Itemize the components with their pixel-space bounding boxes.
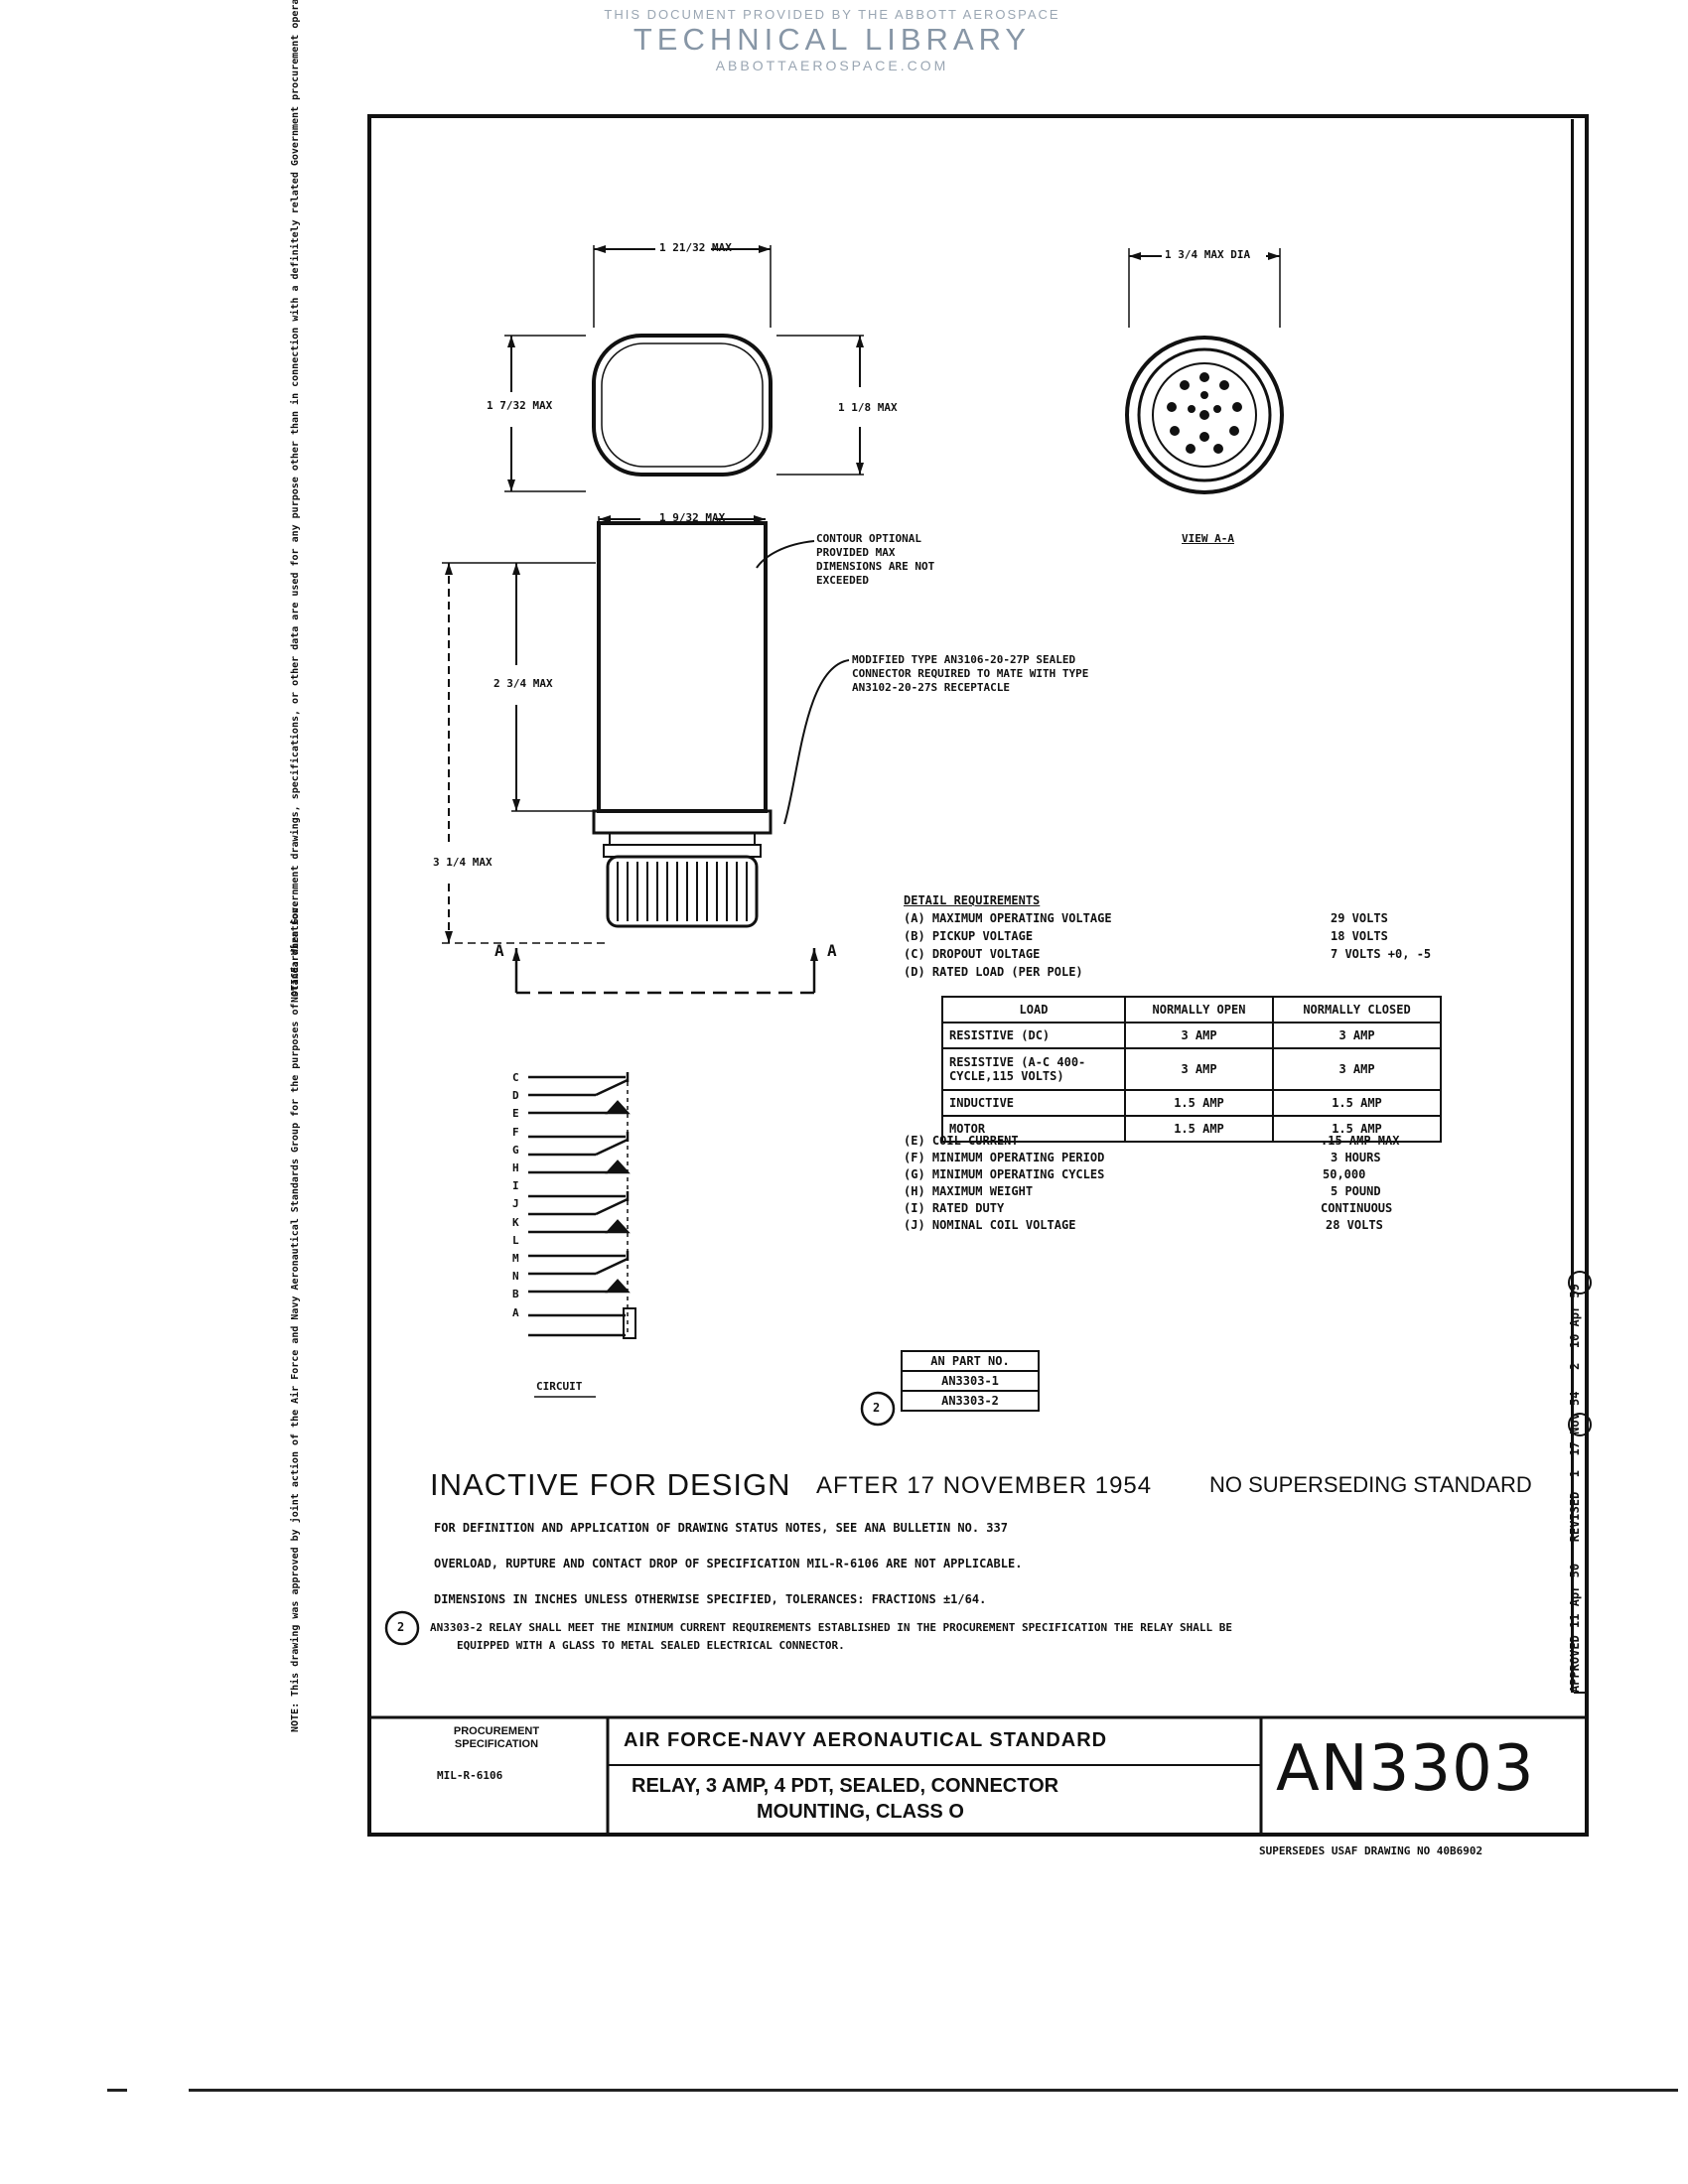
drawing-title-line1: RELAY, 3 AMP, 4 PDT, SEALED, CONNECTOR (632, 1775, 1059, 1797)
supersedes-note: SUPERSEDES USAF DRAWING NO 40B6902 (1259, 1844, 1483, 1857)
connector-knurl (606, 855, 759, 928)
drawing-frame (367, 114, 1589, 1837)
dim-body-height: 2 3/4 MAX (493, 677, 553, 690)
dim-height-left: 1 7/32 MAX (487, 399, 553, 412)
dim-width: 1 21/32 MAX (659, 241, 732, 254)
inactive-date: AFTER 17 NOVEMBER 1954 (816, 1472, 1153, 1499)
inactive-status: INACTIVE FOR DESIGN (430, 1467, 791, 1502)
connector-note: MODIFIED TYPE AN3106-20-27P SEALED CONNE… (852, 653, 1089, 694)
dim-body-width: 1 9/32 MAX (659, 511, 726, 524)
no-superseding: NO SUPERSEDING STANDARD (1209, 1472, 1532, 1497)
section-mark-left: A (494, 941, 504, 960)
note-dimensions: DIMENSIONS IN INCHES UNLESS OTHERWISE SP… (434, 1592, 987, 1606)
revision-mark-parts: 2 (873, 1401, 881, 1415)
revision-strip-rule (1571, 119, 1574, 1693)
part-number-table: AN PART NO. AN3303-1 AN3303-2 (901, 1350, 1040, 1412)
note-status-definition: FOR DEFINITION AND APPLICATION OF DRAWIN… (434, 1521, 1008, 1535)
table-row: AN3303-1 (901, 1370, 1040, 1392)
dim-overall: 3 1/4 MAX (433, 856, 492, 869)
table-row: RESISTIVE (A-C 400-CYCLE,115 VOLTS) 3 AM… (941, 1047, 1442, 1091)
circuit-label: CIRCUIT (536, 1380, 583, 1393)
scan-edge-line (189, 2089, 1678, 2092)
section-mark-right: A (827, 941, 837, 960)
drawing-title-line2: MOUNTING, CLASS O (757, 1801, 964, 1823)
note4-mark: 2 (397, 1620, 405, 1634)
note-relay-requirement: AN3303-2 RELAY SHALL MEET THE MINIMUM CU… (430, 1621, 1232, 1634)
table-row: INDUCTIVE 1.5 AMP 1.5 AMP (941, 1089, 1442, 1117)
procurement-spec-label: PROCUREMENT SPECIFICATION (453, 1725, 540, 1750)
table-row: LOAD NORMALLY OPEN NORMALLY CLOSED (941, 996, 1442, 1024)
watermark-provided-by: THIS DOCUMENT PROVIDED BY THE ABBOTT AER… (604, 7, 1060, 22)
watermark-url: ABBOTTAEROSPACE.COM (715, 58, 949, 73)
procurement-spec-value: MIL-R-6106 (437, 1769, 503, 1782)
revision-strip: APPROVED 11 Apr 50 REVISED 1 17 Nov 54 2… (1568, 1284, 1582, 1693)
rated-load-table: LOAD NORMALLY OPEN NORMALLY CLOSED RESIS… (941, 996, 1442, 1143)
standard-title: AIR FORCE-NAVY AERONAUTICAL STANDARD (624, 1729, 1108, 1751)
watermark-technical-library: TECHNICAL LIBRARY (633, 22, 1032, 57)
drawing-number: AN3303 (1276, 1732, 1535, 1806)
note-relay-connector: EQUIPPED WITH A GLASS TO METAL SEALED EL… (457, 1639, 845, 1652)
requirements-bottom: (E) COIL CURRENT.15 AMP MAX (F) MINIMUM … (904, 1134, 1400, 1232)
dim-diameter: 1 3/4 MAX DIA (1165, 248, 1251, 261)
table-row: MOTOR 1.5 AMP 1.5 AMP (941, 1115, 1442, 1143)
contour-note: CONTOUR OPTIONAL PROVIDED MAX DIMENSIONS… (816, 532, 935, 587)
relay-body-side-view (597, 521, 768, 813)
circuit-schematic (528, 1072, 636, 1339)
connector-end-view (1125, 336, 1284, 494)
requirements-heading: DETAIL REQUIREMENTS (904, 893, 1041, 907)
table-row: AN3303-2 (901, 1390, 1040, 1412)
dim-height-right: 1 1/8 MAX (838, 401, 898, 414)
note-overload: OVERLOAD, RUPTURE AND CONTACT DROP OF SP… (434, 1557, 1023, 1570)
table-row: RESISTIVE (DC) 3 AMP 3 AMP (941, 1022, 1442, 1049)
view-label: VIEW A-A (1182, 532, 1234, 545)
table-row: AN PART NO. (901, 1350, 1040, 1372)
relay-top-view (592, 334, 773, 477)
